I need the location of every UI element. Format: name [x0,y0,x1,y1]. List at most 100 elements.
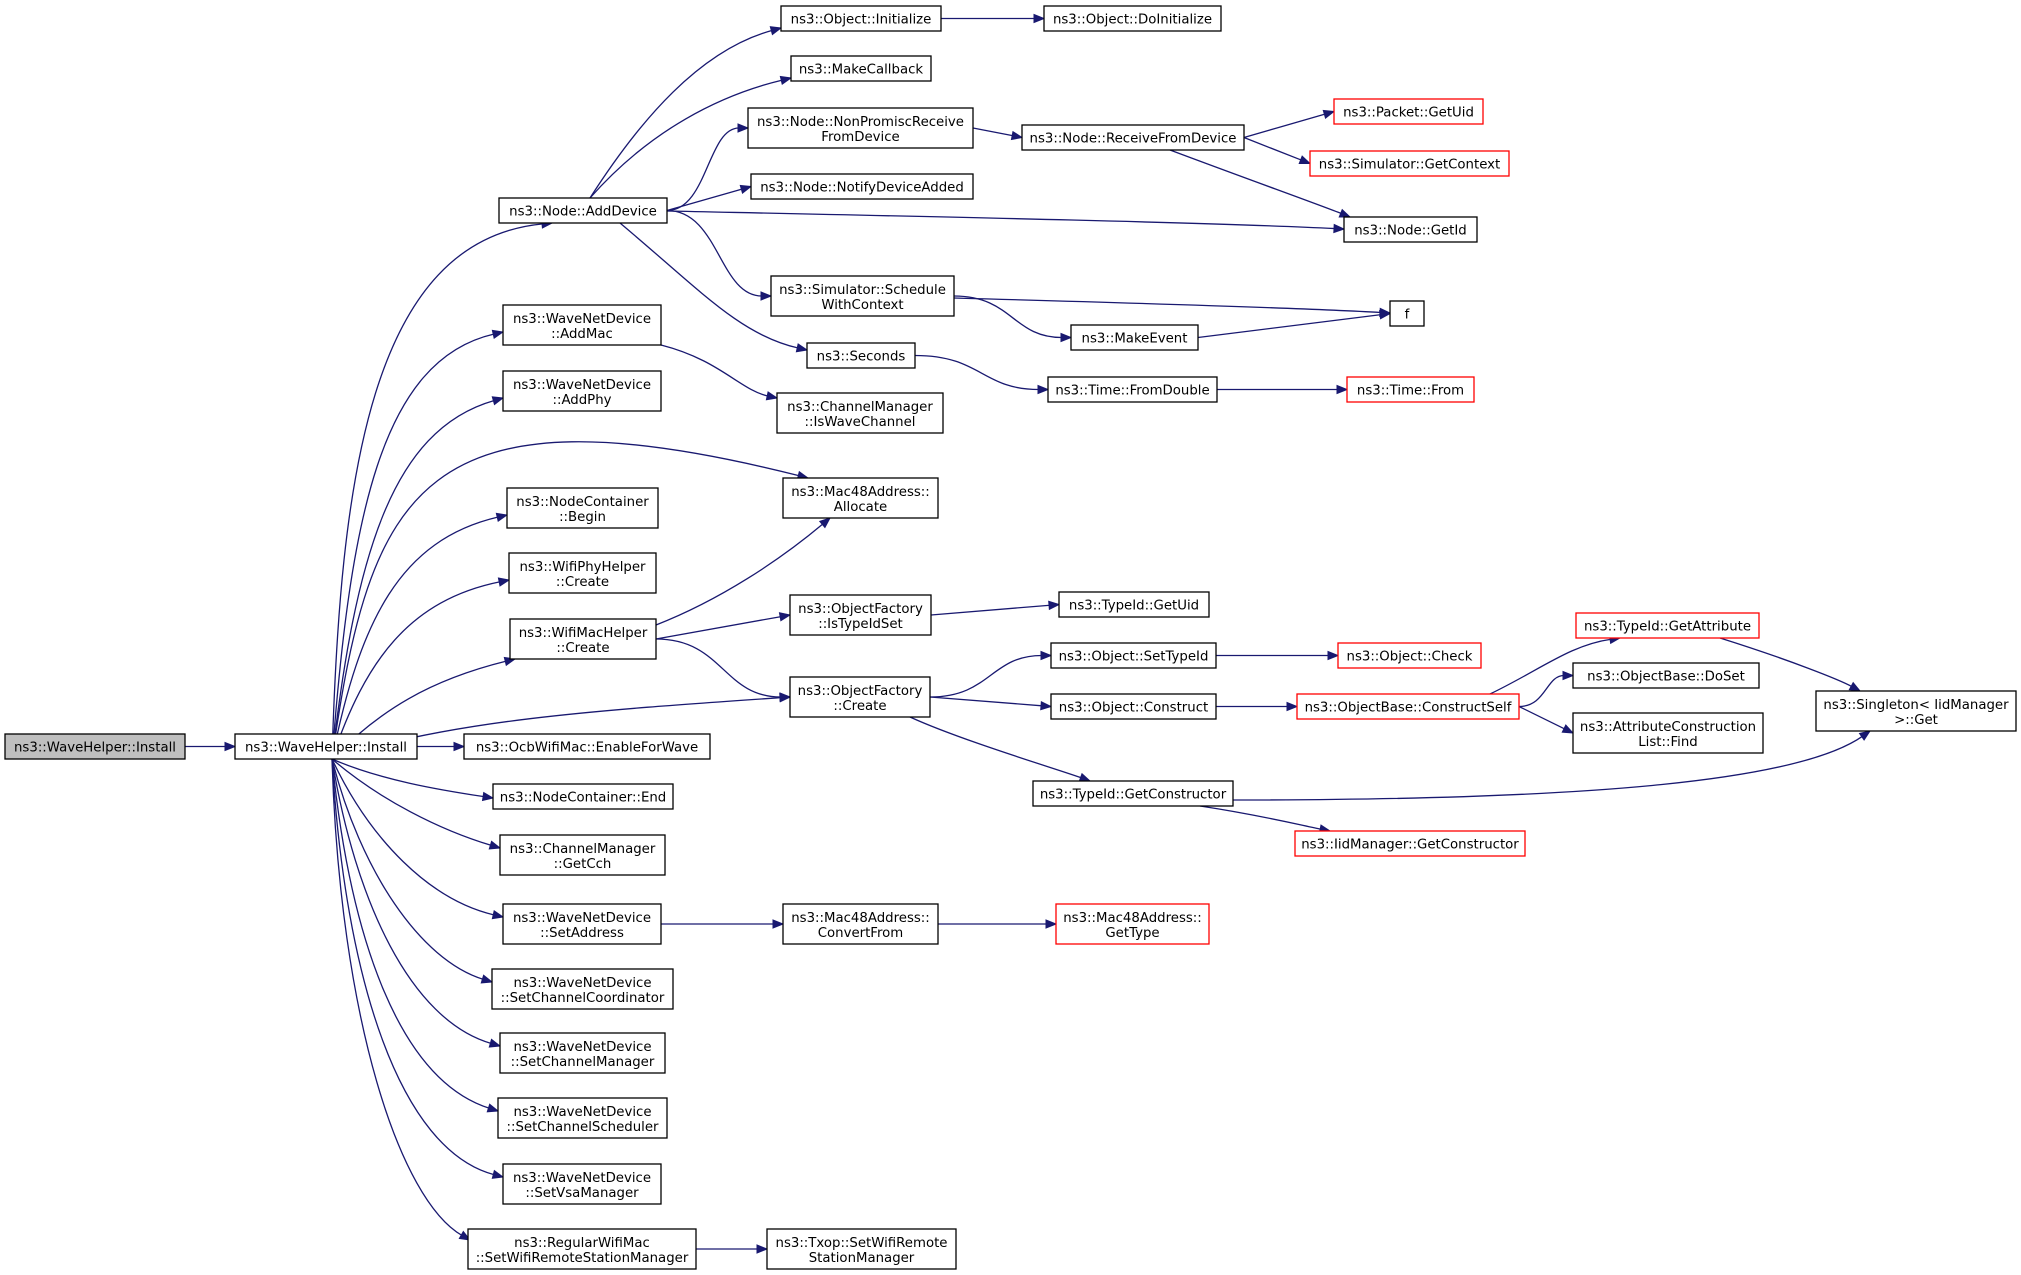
node-getConstructor[interactable]: ns3::TypeId::GetConstructor [1032,780,1234,807]
edge-line [666,188,743,212]
node-wifiPhyCreate[interactable]: ns3::WifiPhyHelper::Create [508,552,657,594]
node-objCheck[interactable]: ns3::Object::Check [1337,642,1482,669]
node-doSet[interactable]: ns3::ObjectBase::DoSet [1572,662,1760,689]
node-addMac[interactable]: ns3::WaveNetDevice::AddMac [502,304,662,346]
node-setChanSched[interactable]: ns3::WaveNetDevice::SetChannelScheduler [497,1097,668,1139]
node-f[interactable]: f [1389,300,1425,327]
node-objSetTypeId[interactable]: ns3::Object::SetTypeId [1050,642,1217,669]
edge-line [1169,149,1342,215]
node-seconds[interactable]: ns3::Seconds [806,342,916,369]
node-label: ns3::ObjectFactory [798,602,923,617]
node-label: ns3::TypeId::GetConstructor [1040,788,1227,803]
node-notifyDevice[interactable]: ns3::Node::NotifyDeviceAdded [750,173,974,200]
node-packetGetUid[interactable]: ns3::Packet::GetUid [1333,98,1484,125]
edge-install-to-setChanSched [331,758,500,1113]
node-wifiMacCreate[interactable]: ns3::WifiMacHelper::Create [509,618,657,660]
node-ofIsTypeIdSet[interactable]: ns3::ObjectFactory::IsTypeIdSet [789,594,932,636]
arrowhead-icon [481,791,495,802]
node-getAttribute[interactable]: ns3::TypeId::GetAttribute [1575,612,1760,639]
node-label: ::SetWifiRemoteStationManager [476,1251,689,1266]
node-enableForWave[interactable]: ns3::OcbWifiMac::EnableForWave [463,733,711,760]
node-setAddress[interactable]: ns3::WaveNetDevice::SetAddress [502,903,662,945]
edge-line [655,638,782,698]
node-ofCreate[interactable]: ns3::ObjectFactory::Create [789,676,931,718]
node-box [789,676,931,718]
node-label: ns3::Object::SetTypeId [1059,650,1209,665]
edge-line [331,758,492,1045]
node-timeFrom[interactable]: ns3::Time::From [1346,376,1475,403]
node-label: ns3::Time::FromDouble [1055,384,1209,399]
node-label: ::SetVsaManager [525,1186,639,1201]
node-label: ns3::Packet::GetUid [1343,106,1474,121]
node-addPhy[interactable]: ns3::WaveNetDevice::AddPhy [502,370,662,412]
node-setChanMgr[interactable]: ns3::WaveNetDevice::SetChannelManager [499,1032,666,1074]
node-convertFrom[interactable]: ns3::Mac48Address::ConvertFrom [782,903,939,945]
node-label: ns3::WaveHelper::Install [14,741,176,756]
node-singletonGet[interactable]: ns3::Singleton< IidManager >::Get [1815,690,2017,732]
node-label: Allocate [834,500,887,515]
node-getCch[interactable]: ns3::ChannelManager::GetCch [499,834,666,876]
node-label: ns3::Object::Check [1347,650,1473,665]
node-setVsaMgr[interactable]: ns3::WaveNetDevice::SetVsaManager [502,1163,662,1205]
node-box [1572,662,1760,689]
edge-install-to-getCch [331,758,502,850]
node-iidGetConstructor[interactable]: ns3::IidManager::GetConstructor [1294,830,1526,857]
node-box [502,1163,662,1205]
edge-seconds-to-fromDouble [914,354,1050,395]
node-constructSelf[interactable]: ns3::ObjectBase::ConstructSelf [1296,693,1520,720]
edge-line [1243,113,1326,139]
arrowhead-icon [1033,13,1046,24]
node-receiveFrom[interactable]: ns3::Node::ReceiveFromDevice [1021,124,1245,151]
node-label: ns3::Seconds [817,350,906,365]
node-box [780,5,942,32]
node-label: ::Create [556,575,609,590]
node-addDevice[interactable]: ns3::Node::AddDevice [498,197,668,224]
node-macGetType[interactable]: ns3::Mac48Address::GetType [1055,903,1210,945]
node-macAllocate[interactable]: ns3::Mac48Address::Allocate [782,477,939,519]
node-box [1055,903,1210,945]
node-nodeGetId[interactable]: ns3::Node::GetId [1343,216,1478,243]
node-isWaveChannel[interactable]: ns3::ChannelManager::IsWaveChannel [776,392,944,434]
node-box [1058,591,1210,618]
node-setChanCoord[interactable]: ns3::WaveNetDevice::SetChannelCoordinato… [491,968,674,1010]
arrowhead-icon [1286,701,1299,712]
arrowhead-icon [1298,155,1312,165]
arrowhead-icon [1010,130,1024,141]
node-root[interactable]: ns3::WaveHelper::Install [4,733,186,760]
node-setWifiRsm[interactable]: ns3::RegularWifiMac::SetWifiRemoteStatio… [467,1228,697,1270]
node-makeEvent[interactable]: ns3::MakeEvent [1070,324,1199,351]
node-ncBegin[interactable]: ns3::NodeContainer::Begin [506,487,659,529]
edge-ofCreate-to-getConstructor [909,716,1092,782]
arrowhead-icon [1338,208,1352,218]
node-txopSetWifiRsm[interactable]: ns3::Txop::SetWifiRemoteStationManager [766,1228,957,1270]
node-box [499,1032,666,1074]
node-objInit[interactable]: ns3::Object::Initialize [780,5,942,32]
node-label: ns3::Mac48Address:: [1063,911,1202,926]
node-fromDouble[interactable]: ns3::Time::FromDouble [1047,376,1218,403]
node-box [1047,376,1218,403]
arrowhead-icon [1858,730,1872,741]
node-simGetContext[interactable]: ns3::Simulator::GetContext [1309,150,1510,177]
edge-addDevice-to-simSchedule [666,209,773,301]
node-install[interactable]: ns3::WaveHelper::Install [234,733,418,760]
edge-nonPromisc-to-receiveFrom [972,127,1024,141]
edge-addDevice-to-nodeGetId [666,210,1346,234]
node-label: ::Create [833,699,886,714]
arrowhead-icon [491,396,505,406]
edge-line [331,223,544,760]
edge-addDevice-to-notifyDevice [666,184,753,212]
node-box [1070,324,1199,351]
node-label: ns3::Simulator::GetContext [1319,158,1500,173]
node-objDoInit[interactable]: ns3::Object::DoInitialize [1043,5,1222,32]
node-objConstruct[interactable]: ns3::Object::Construct [1050,693,1217,720]
node-box [506,487,659,529]
node-label: ::AddPhy [552,393,611,408]
node-label: ns3::WaveHelper::Install [245,741,407,756]
node-box [766,1228,957,1270]
node-makeCallback[interactable]: ns3::MakeCallback [790,55,932,82]
node-typeIdGetUid[interactable]: ns3::TypeId::GetUid [1058,591,1210,618]
node-ncEnd[interactable]: ns3::NodeContainer::End [492,783,674,810]
